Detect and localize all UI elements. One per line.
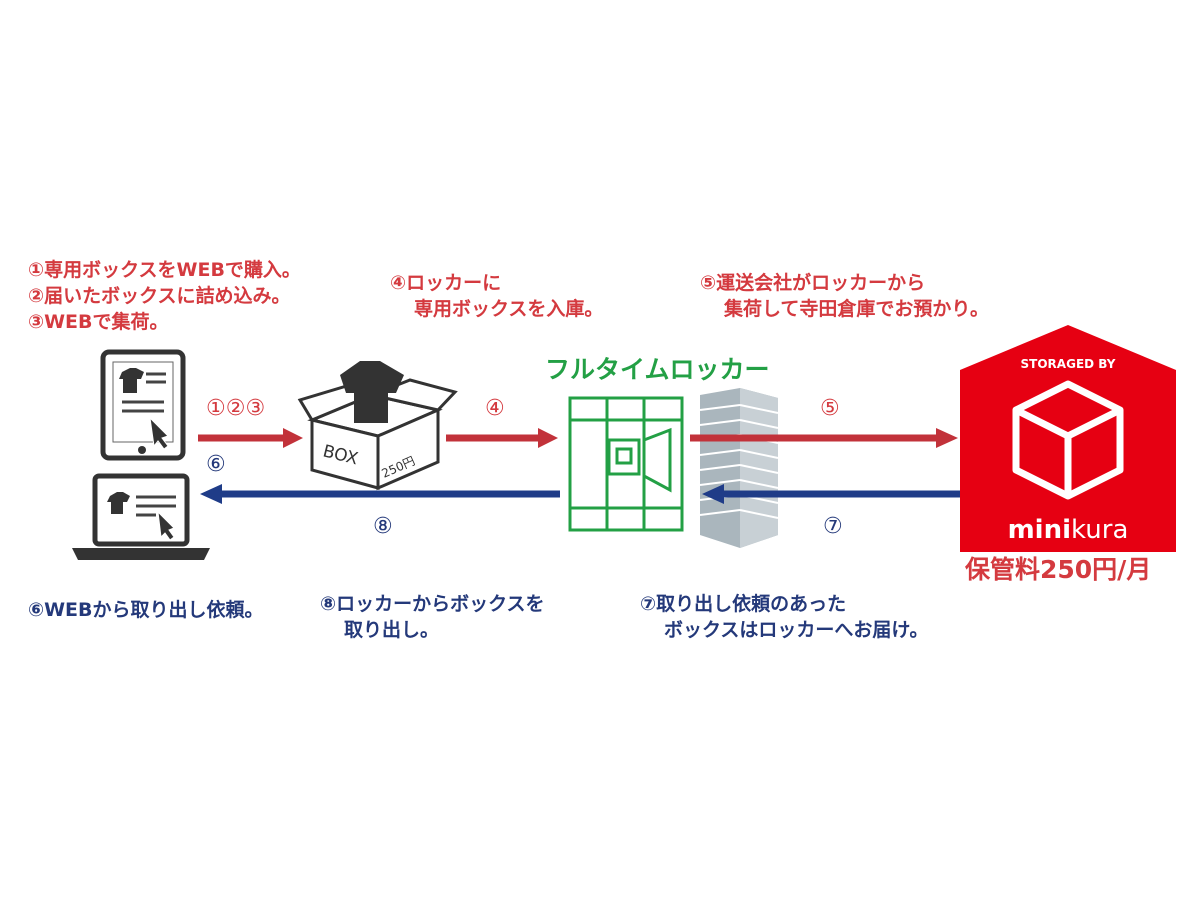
locker-icon [568, 396, 684, 532]
box-icon: BOX 250円 [297, 361, 458, 491]
red-arrow-1 [198, 428, 303, 448]
step-4-line-1: ④ロッカーに [390, 272, 502, 294]
note-8: ⑧ロッカーからボックスを 取り出し。 [320, 591, 545, 643]
minikura-logo: STORAGED BY minikura [960, 325, 1176, 552]
blue-arrow-1 [200, 484, 560, 504]
step-5-line-1: ⑤運送会社がロッカーから [700, 272, 926, 294]
arrow-label-4: ④ [485, 396, 505, 421]
arrow-label-8: ⑧ [373, 514, 393, 539]
cube-icon [1012, 380, 1124, 500]
step-5-line-2: 集荷して寺田倉庫でお預かり。 [724, 298, 990, 320]
storage-fee: 保管料250円/月 [965, 555, 1152, 584]
step-3-text: ③WEBで集荷。 [28, 311, 169, 333]
step-2-text: ②届いたボックスに詰め込み。 [28, 285, 291, 307]
note-7-line-2: ボックスはロッカーへお届け。 [664, 619, 929, 641]
arrow-label-5: ⑤ [820, 396, 840, 421]
arrow-label-7: ⑦ [823, 514, 843, 539]
note-8-line-1: ⑧ロッカーからボックスを [320, 593, 545, 615]
red-arrow-3 [690, 428, 958, 448]
logo-kura: kura [1071, 515, 1128, 545]
transport-steps: ⑤運送会社がロッカーから 集荷して寺田倉庫でお預かり。 [700, 270, 989, 322]
note-8-line-2: 取り出し。 [344, 619, 440, 641]
blue-arrow-2 [702, 484, 960, 504]
arrow-label-6: ⑥ [206, 452, 226, 477]
arrow-label-1-2-3: ①②③ [206, 396, 266, 421]
locker-deposit-steps: ④ロッカーに 専用ボックスを入庫。 [390, 270, 603, 322]
note-6: ⑥WEBから取り出し依頼。 [28, 597, 264, 623]
logo-mini: mini [1008, 515, 1071, 545]
note-7: ⑦取り出し依頼のあった ボックスはロッカーへお届け。 [640, 591, 928, 643]
tablet-icon [100, 349, 186, 461]
building-icon [699, 388, 779, 548]
step-1-text: ①専用ボックスをWEBで購入。 [28, 259, 301, 281]
laptop-icon [72, 473, 210, 560]
minikura-wordmark: minikura [1008, 515, 1129, 545]
note-7-line-1: ⑦取り出し依頼のあった [640, 593, 847, 615]
storaged-by-label: STORAGED BY [1021, 357, 1116, 371]
red-arrow-2 [446, 428, 558, 448]
purchase-steps: ①専用ボックスをWEBで購入。 ②届いたボックスに詰め込み。 ③WEBで集荷。 [28, 257, 301, 335]
note-6-line-1: ⑥WEBから取り出し依頼。 [28, 599, 264, 621]
step-4-line-2: 専用ボックスを入庫。 [414, 298, 604, 320]
locker-title: フルタイムロッカー [545, 355, 770, 384]
